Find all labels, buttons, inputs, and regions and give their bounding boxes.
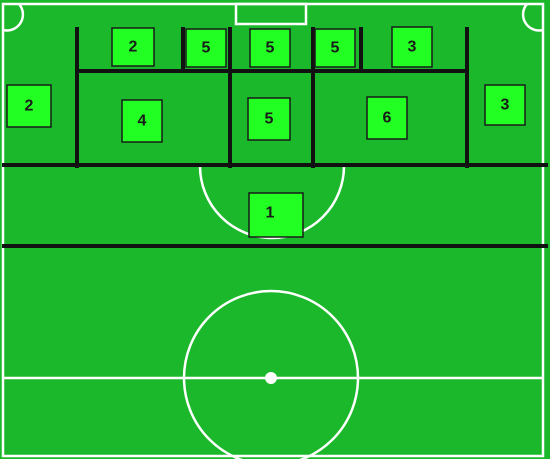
zone-mid-right: 6	[366, 96, 408, 140]
zone-mid-center: 5	[247, 97, 291, 141]
zone-mid-left: 4	[121, 99, 163, 143]
zone-top-2: 5	[185, 28, 227, 68]
corner-arc-right	[521, 3, 544, 32]
center-spot	[265, 372, 277, 384]
corner-arc-left	[2, 3, 25, 32]
zone-label: 5	[331, 40, 340, 57]
zone-label: 5	[202, 40, 211, 57]
zone-label: 1	[266, 205, 275, 222]
zone-central-band: 1	[248, 192, 304, 238]
zone-label: 5	[265, 111, 274, 128]
zone-boxes: 2 5 5 5 3 2 4	[6, 26, 526, 238]
center-circle	[182, 289, 360, 459]
zone-top-5: 3	[391, 26, 433, 68]
zone-label: 2	[129, 39, 138, 56]
zone-top-4: 5	[314, 28, 356, 68]
zone-left-wing: 2	[6, 84, 52, 128]
zone-partition-lines	[2, 27, 548, 248]
zone-label: 3	[501, 97, 510, 114]
penalty-arc	[198, 165, 346, 240]
zone-top-3: 5	[249, 28, 291, 68]
zone-label: 6	[383, 110, 392, 127]
zone-label: 2	[25, 98, 34, 115]
zone-label: 3	[408, 39, 417, 56]
zone-right-wing: 3	[484, 84, 526, 126]
zone-top-1: 2	[111, 27, 155, 67]
goal-area-box	[234, 2, 308, 26]
zone-label: 5	[266, 40, 275, 57]
zone-label: 4	[138, 113, 147, 130]
